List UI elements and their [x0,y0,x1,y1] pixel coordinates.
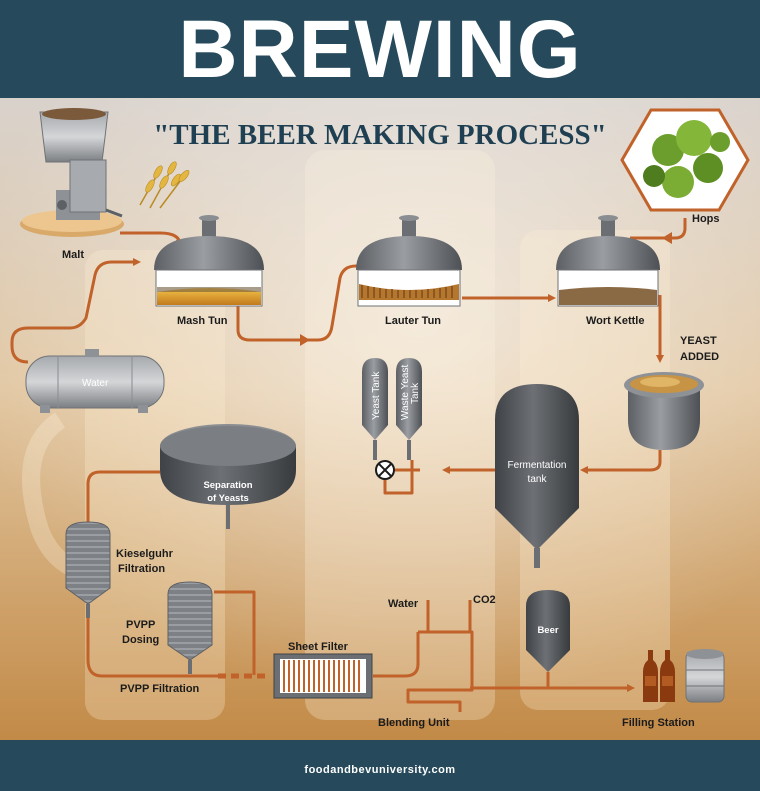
label-beer: Beer [537,625,558,636]
pvpp-dosing-tank [167,581,213,674]
label-sheet-filter: Sheet Filter [288,641,349,653]
wort-kettle [556,215,660,307]
label-separation-2: of Yeasts [207,493,249,504]
footer-link[interactable]: foodandbevuniversity.com [304,764,456,776]
label-kieselguhr-1: Kieselguhr [116,548,174,560]
label-filling-station: Filling Station [622,717,695,729]
label-pvpp-filtration: PVPP Filtration [120,683,200,695]
label-malt: Malt [62,249,84,261]
beer-tank [526,590,570,672]
sheet-filter [273,653,373,699]
separation-tank [160,424,296,529]
label-mash-tun: Mash Tun [177,315,228,327]
label-yeast-tank: Yeast Tank [371,371,382,420]
header-bar [0,0,760,98]
label-fermentation-1: Fermentation [508,460,567,471]
label-waste-yeast-tank-1: Waste Yeast [400,365,411,420]
footer-bar [0,740,760,791]
yeast-tank [362,358,388,460]
label-hops: Hops [692,213,720,225]
page-title: BREWING [178,4,582,95]
kieselguhr-filter [65,521,111,618]
hops-icon [620,108,750,212]
subtitle: "THE BEER MAKING PROCESS" [153,119,607,151]
fermentation-tank [495,384,579,568]
label-fermentation-2: tank [528,474,548,485]
label-separation-1: Separation [203,480,252,491]
valve-icon [375,460,395,480]
yeast-bowl [624,372,704,450]
label-pvpp-dosing-1: PVPP [126,619,155,631]
label-pvpp-dosing-2: Dosing [122,634,159,646]
lauter-tun [356,215,462,307]
label-wort-kettle: Wort Kettle [586,315,644,327]
label-yeast-added-2: ADDED [680,351,719,363]
grain-mill-icon [20,108,124,237]
label-yeast-added-1: YEAST [680,335,717,347]
label-blend-water: Water [388,598,419,610]
label-waste-yeast-tank-2: Tank [410,382,421,404]
label-co2: CO2 [473,594,496,606]
label-kieselguhr-2: Filtration [118,563,165,575]
bottle-icon [643,650,675,702]
waste-yeast-tank [396,358,422,460]
label-water-tank: Water [82,378,109,389]
water-tank [25,349,165,413]
process-diagram: "THE BEER MAKING PROCESS" [0,98,760,740]
keg-icon [685,649,725,703]
label-lauter-tun: Lauter Tun [385,315,441,327]
wheat-icon [139,161,190,209]
label-blending-unit: Blending Unit [378,717,450,729]
mash-tun [154,215,264,307]
